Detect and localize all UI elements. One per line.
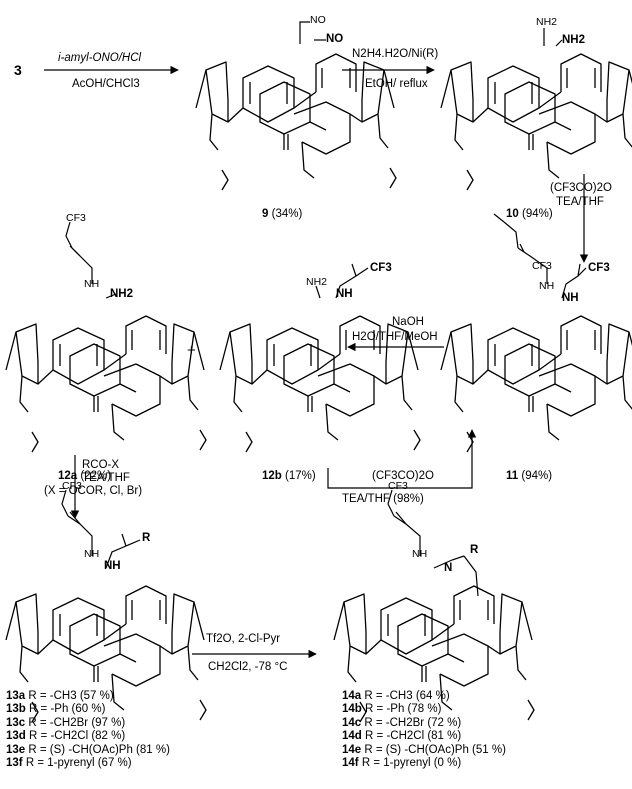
calixarene-11: [440, 315, 632, 453]
label-nh-13b: NH: [104, 560, 121, 572]
plus-sign: +: [187, 342, 196, 359]
series-14-item: 14d R = -CH2Cl (81 %): [342, 730, 462, 743]
label-nh2-10b: NH2: [562, 34, 586, 46]
calixarene-9: [195, 53, 397, 191]
label-nh-13: NH: [84, 548, 100, 560]
label-nh2-10: NH2: [536, 16, 558, 28]
label-nh2-12a: NH2: [110, 288, 134, 300]
step2-reagent-below: EtOH/ reflux: [365, 78, 428, 90]
series-13-item: 13a R = -CH3 (57 %): [6, 690, 114, 702]
calixarene-10: [440, 53, 632, 191]
step6-reagent-line2: TEA/THF: [82, 472, 130, 484]
step6-reagent-line1: RCO-X: [82, 459, 120, 471]
label-r-13: R: [142, 532, 151, 544]
calixarene-12a: [5, 315, 207, 453]
series-14-list: 14a R = -CH3 (64 %) 14b R = -Ph (78 %) 1…: [342, 690, 506, 770]
series-13-item: 13c R = -CH2Br (97 %): [6, 716, 126, 729]
step1-reagent-below: AcOH/CHCl3: [72, 78, 140, 90]
starting-material-label: 3: [14, 62, 22, 78]
step3-reagent-line2: TEA/THF: [556, 196, 604, 208]
series-14-item: 14c R = -CH2Br (72 %): [342, 716, 462, 729]
compound-10-label: 10 (94%): [506, 208, 553, 220]
step1-reagent-above: i-amyl-ONO/HCl: [58, 52, 142, 64]
step5-reagent-line2: TEA/THF (98%): [342, 493, 424, 505]
label-nitroso-top: NO: [310, 14, 326, 26]
step4-reagent-line2: H2O/THF/MeOH: [352, 331, 438, 343]
series-14-item: 14e R = (S) -CH(OAc)Ph (51 %): [342, 743, 506, 756]
step7-reagent-below: CH2Cl2, -78 °C: [208, 661, 288, 673]
step7-reagent-above: Tf2O, 2-Cl-Pyr: [206, 633, 281, 645]
step2-reagent-above: N2H4.H2O/Ni(R): [352, 48, 439, 60]
label-n-14: N: [444, 562, 453, 574]
label-cf3-11b: CF3: [588, 262, 610, 274]
series-14-item: 14f R = 1-pyrenyl (0 %): [342, 757, 462, 770]
compound-12a-label: 12a (22%): [58, 470, 112, 482]
label-cf3-12a: CF3: [66, 212, 86, 224]
compound-9-label: 9 (34%): [262, 208, 303, 220]
step4-reagent-line1: NaOH: [392, 316, 424, 328]
label-nitroso-bold: NO: [326, 33, 344, 45]
series-13-list: 13a R = -CH3 (57 %) 13b R = -Ph (60 %) 1…: [6, 690, 170, 770]
compound-12b-label: 12b (17%): [262, 470, 316, 482]
compound-11-label: 11 (94%): [506, 470, 553, 482]
series-13-item: 13f R = 1-pyrenyl (67 %): [6, 757, 132, 770]
label-cf3-14: CF3: [388, 480, 408, 492]
label-nh-12a: NH: [84, 278, 100, 290]
label-nh-12b: NH: [336, 288, 353, 300]
step5-reagent-line1: (CF3CO)2O: [372, 470, 434, 482]
label-cf3-13: CF3: [62, 480, 82, 492]
series-13-item: 13d R = -CH2Cl (82 %): [6, 730, 126, 743]
label-nh-11b: NH: [562, 292, 579, 304]
series-14-item: 14b R = -Ph (78 %): [342, 703, 442, 716]
label-nh2-12b: NH2: [306, 276, 328, 288]
arrow-step5: [327, 429, 477, 489]
label-nh-14: NH: [412, 548, 428, 560]
series-13-item: 13b R = -Ph (60 %): [6, 703, 106, 716]
label-cf3-11a: CF3: [532, 260, 552, 272]
series-14-item: 14a R = -CH3 (64 %): [342, 690, 450, 702]
label-nh-11a: NH: [539, 280, 555, 292]
step6-reagent-line3: (X = OCOR, Cl, Br): [44, 485, 143, 497]
step3-reagent-line1: (CF3CO)2O: [550, 182, 612, 194]
series-13-item: 13e R = (S) -CH(OAc)Ph (81 %): [6, 743, 170, 756]
label-cf3-12b: CF3: [370, 262, 392, 274]
label-r-14: R: [470, 544, 479, 556]
